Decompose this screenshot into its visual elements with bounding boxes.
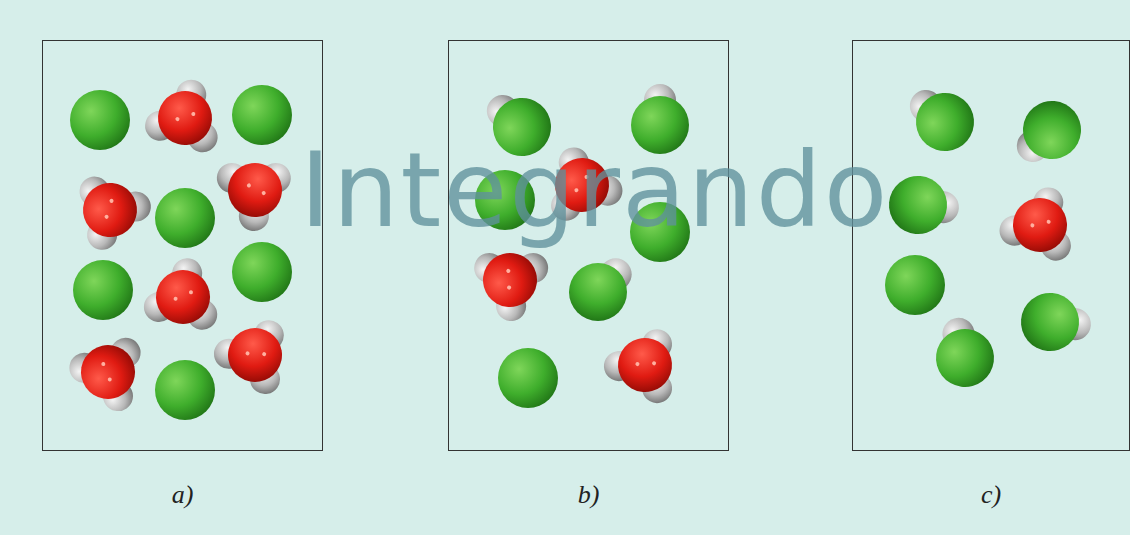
watermark: Integrando xyxy=(300,129,889,251)
panel-label: a) xyxy=(43,480,322,510)
panel-label: c) xyxy=(853,480,1129,510)
panel-label: b) xyxy=(449,480,728,510)
sample-panel: a) xyxy=(42,40,323,451)
sample-panel: c) xyxy=(852,40,1130,451)
